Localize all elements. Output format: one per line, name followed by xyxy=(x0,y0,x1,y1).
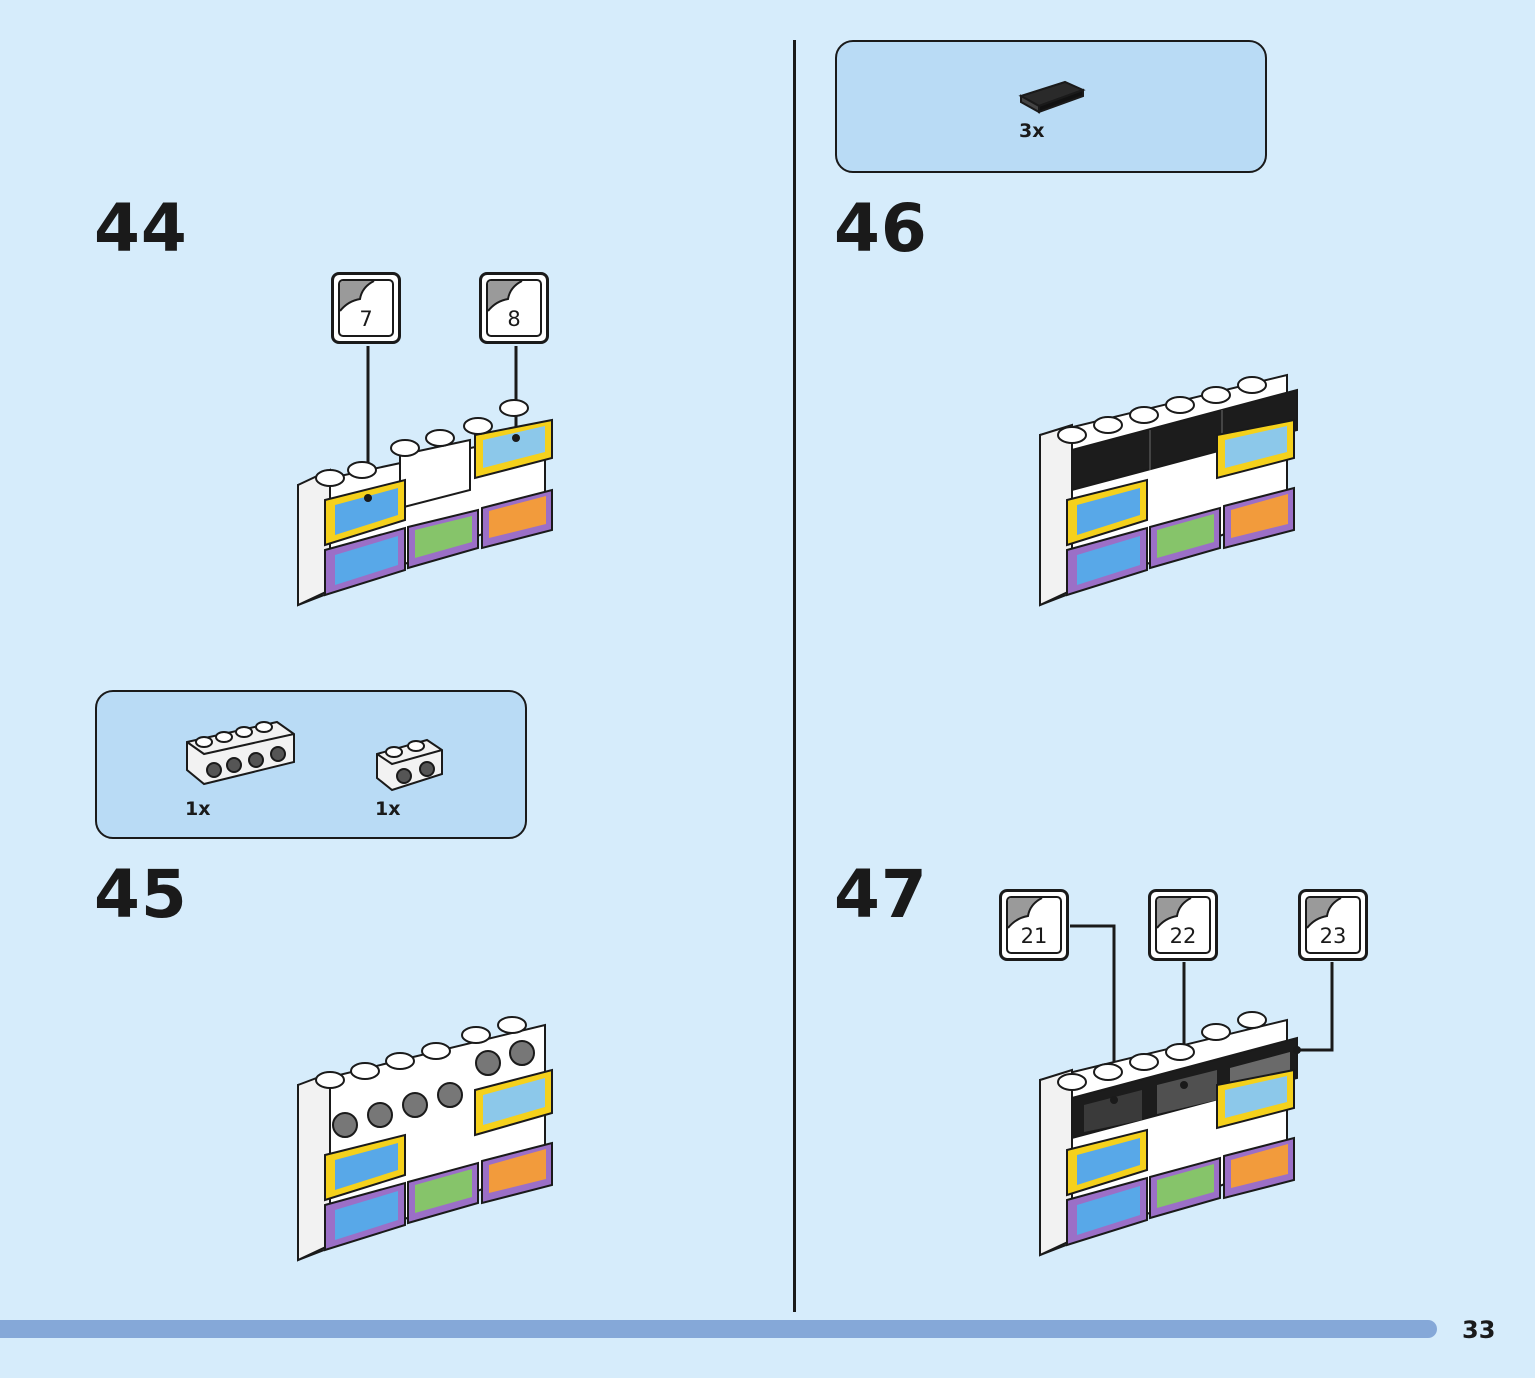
sticker-page-icon xyxy=(340,281,375,312)
sticker-callout-7: 7 xyxy=(331,272,401,344)
white-brick-1x4-side-studs-icon xyxy=(186,720,295,786)
sticker-number: 22 xyxy=(1169,924,1197,948)
sticker-callout-21: 21 xyxy=(999,889,1069,961)
build-model-step-47 xyxy=(1039,924,1334,1257)
step-number-44: 44 xyxy=(94,190,188,267)
sticker-page-icon xyxy=(1307,898,1342,929)
white-brick-1x2-side-studs-icon xyxy=(376,738,443,792)
build-model-step-46 xyxy=(1039,373,1298,607)
page-number: 33 xyxy=(1462,1316,1496,1344)
part-quantity: 1x xyxy=(375,798,401,820)
sticker-page-icon xyxy=(488,281,523,312)
part-quantity: 1x xyxy=(185,798,211,820)
sticker-callout-8: 8 xyxy=(479,272,549,344)
black-tile-1x2-icon xyxy=(1018,80,1086,114)
sticker-page-icon xyxy=(1008,898,1043,929)
build-model-step-44 xyxy=(297,346,553,607)
page-divider xyxy=(793,40,796,1312)
sticker-number: 7 xyxy=(359,307,373,331)
sticker-number: 21 xyxy=(1020,924,1048,948)
sticker-number: 23 xyxy=(1319,924,1347,948)
parts-box-step-46: 3x xyxy=(835,40,1267,173)
step-number-46: 46 xyxy=(834,190,928,267)
build-model-step-45 xyxy=(297,1016,553,1262)
sticker-callout-23: 23 xyxy=(1298,889,1368,961)
sticker-callout-22: 22 xyxy=(1148,889,1218,961)
sticker-page-icon xyxy=(1157,898,1192,929)
step-number-45: 45 xyxy=(94,856,188,933)
step-number-47: 47 xyxy=(834,856,928,933)
footer-progress-bar xyxy=(0,1320,1437,1338)
part-quantity: 3x xyxy=(1019,120,1045,142)
sticker-number: 8 xyxy=(507,307,521,331)
parts-box-step-45: 1x 1x xyxy=(95,690,527,839)
